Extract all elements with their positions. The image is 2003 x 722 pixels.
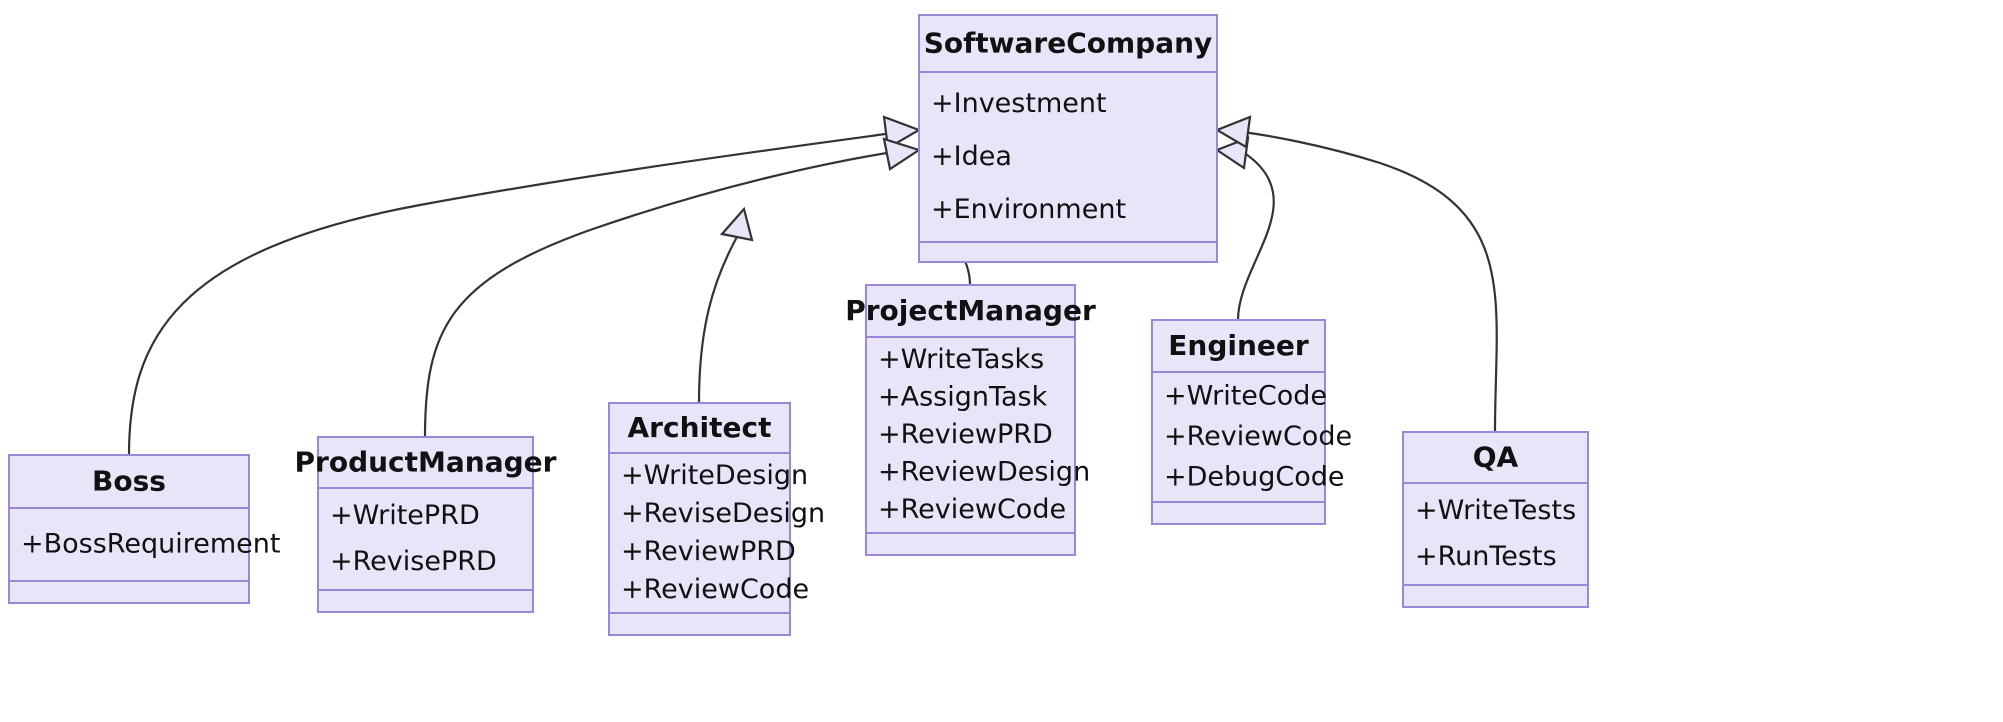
inheritance-triangle-icon-architect xyxy=(719,206,754,242)
class-attribute-qa-1: +RunTests xyxy=(1415,541,1557,572)
class-attribute-architect-2: +ReviewPRD xyxy=(621,536,796,567)
class-box-outline-architect xyxy=(608,402,791,636)
edge-line-boss xyxy=(127,131,894,456)
class-name-software-company: SoftwareCompany xyxy=(924,27,1213,60)
class-name-product-manager: ProductManager xyxy=(295,446,557,479)
class-attribute-engineer-0: +WriteCode xyxy=(1164,381,1327,412)
edge-line-architect xyxy=(697,234,739,404)
class-attribute-project-manager-1: +AssignTask xyxy=(878,381,1048,412)
inheritance-triangle-icon-boss xyxy=(882,115,922,150)
class-name-architect: Architect xyxy=(628,411,772,444)
class-box-engineer[interactable]: Engineer +WriteCode +ReviewCode +DebugCode xyxy=(1151,319,1352,525)
inheritance-triangle-icon-engineer xyxy=(1214,136,1250,170)
class-attribute-qa-0: +WriteTests xyxy=(1415,495,1576,526)
class-box-qa[interactable]: QA +WriteTests +RunTests xyxy=(1402,431,1589,608)
inheritance-edge-boss[interactable] xyxy=(127,115,922,456)
class-box-software-company[interactable]: SoftwareCompany +Investment +Idea +Environm… xyxy=(918,14,1218,263)
class-name-project-manager: ProjectManager xyxy=(845,294,1096,327)
class-attribute-project-manager-4: +ReviewCode xyxy=(878,494,1066,525)
class-attribute-product-manager-1: +RevisePRD xyxy=(330,546,497,577)
class-box-architect[interactable]: Architect +WriteDesign +ReviseDesign +Revie… xyxy=(608,402,825,636)
class-name-qa: QA xyxy=(1473,441,1519,474)
class-name-boss: Boss xyxy=(92,465,166,498)
class-attribute-architect-1: +ReviseDesign xyxy=(621,498,825,529)
class-box-outline-qa xyxy=(1402,431,1589,608)
class-box-project-manager[interactable]: ProjectManager +WriteTasks +AssignTask +Rev… xyxy=(845,284,1096,556)
class-attribute-software-company-2: +Environment xyxy=(931,194,1126,225)
class-attribute-project-manager-3: +ReviewDesign xyxy=(878,456,1090,487)
class-box-outline-project-manager xyxy=(865,284,1076,556)
inheritance-edge-engineer[interactable] xyxy=(1214,136,1275,321)
class-box-outline-software-company xyxy=(918,14,1218,263)
edge-line-qa xyxy=(1242,130,1498,433)
class-box-outline-product-manager xyxy=(317,436,534,613)
class-attribute-product-manager-0: +WritePRD xyxy=(330,500,480,531)
class-boxes-layer: SoftwareCompany +Investment +Idea +Environm… xyxy=(8,14,1589,636)
edge-line-engineer xyxy=(1236,151,1275,321)
class-attribute-engineer-1: +ReviewCode xyxy=(1164,421,1352,452)
class-attribute-software-company-0: +Investment xyxy=(931,88,1107,119)
class-name-engineer: Engineer xyxy=(1168,329,1309,362)
class-attribute-architect-0: +WriteDesign xyxy=(621,460,808,491)
edge-line-product-manager xyxy=(423,150,894,438)
class-attribute-engineer-2: +DebugCode xyxy=(1164,461,1345,492)
class-box-outline-boss xyxy=(8,454,250,604)
class-attribute-project-manager-2: +ReviewPRD xyxy=(878,419,1053,450)
class-box-outline-engineer xyxy=(1151,319,1326,525)
class-attribute-software-company-1: +Idea xyxy=(931,141,1012,172)
class-attribute-architect-3: +ReviewCode xyxy=(621,574,809,605)
inheritance-edge-product-manager[interactable] xyxy=(423,137,922,438)
inheritance-edge-qa[interactable] xyxy=(1214,115,1498,433)
class-box-product-manager[interactable]: ProductManager +WritePRD +RevisePRD xyxy=(295,436,557,613)
class-attribute-boss-0: +BossRequirement xyxy=(21,529,280,560)
inheritance-triangle-icon-qa xyxy=(1214,115,1252,149)
inheritance-edge-architect[interactable] xyxy=(697,206,754,404)
class-box-boss[interactable]: Boss +BossRequirement xyxy=(8,454,280,604)
inheritance-triangle-icon-product-manager xyxy=(882,137,922,171)
class-attribute-project-manager-0: +WriteTasks xyxy=(878,344,1044,375)
